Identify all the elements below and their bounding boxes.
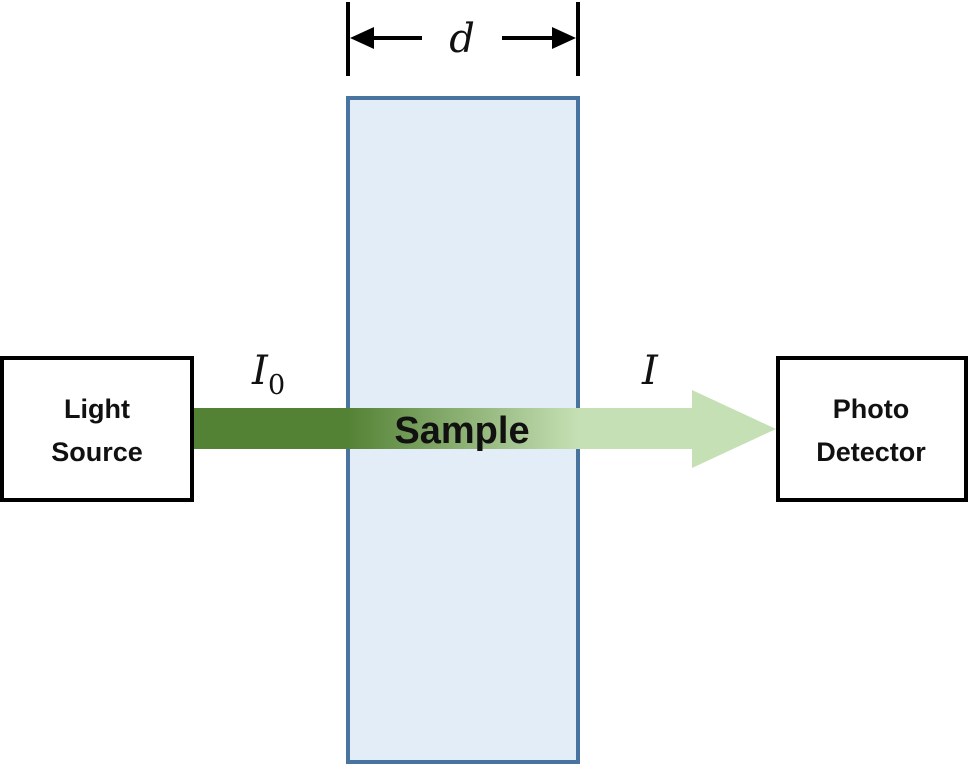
dimension-left-arrowhead bbox=[350, 27, 374, 49]
photo-detector-label-line2: Detector bbox=[816, 437, 926, 467]
incident-intensity-subscript: 0 bbox=[268, 370, 285, 401]
dimension-right-arrowhead bbox=[552, 27, 576, 49]
incident-intensity-label: I 0 bbox=[251, 348, 285, 401]
light-source-box: Light Source bbox=[0, 356, 194, 502]
photo-detector-box: Photo Detector bbox=[776, 356, 968, 502]
light-source-label-line2: Source bbox=[51, 437, 143, 467]
photo-detector-label-line1: Photo bbox=[833, 394, 909, 424]
incident-beam bbox=[192, 408, 348, 449]
transmitted-beam-arrow bbox=[578, 390, 776, 468]
sample-label: Sample bbox=[394, 410, 529, 452]
beam-in-sample bbox=[348, 408, 578, 449]
light-source-label-line1: Light bbox=[64, 394, 130, 424]
incident-intensity-symbol: I bbox=[251, 348, 269, 394]
transmitted-intensity-symbol: I bbox=[641, 348, 659, 394]
thickness-dimension: d bbox=[346, 2, 580, 76]
thickness-symbol: d bbox=[449, 16, 475, 62]
